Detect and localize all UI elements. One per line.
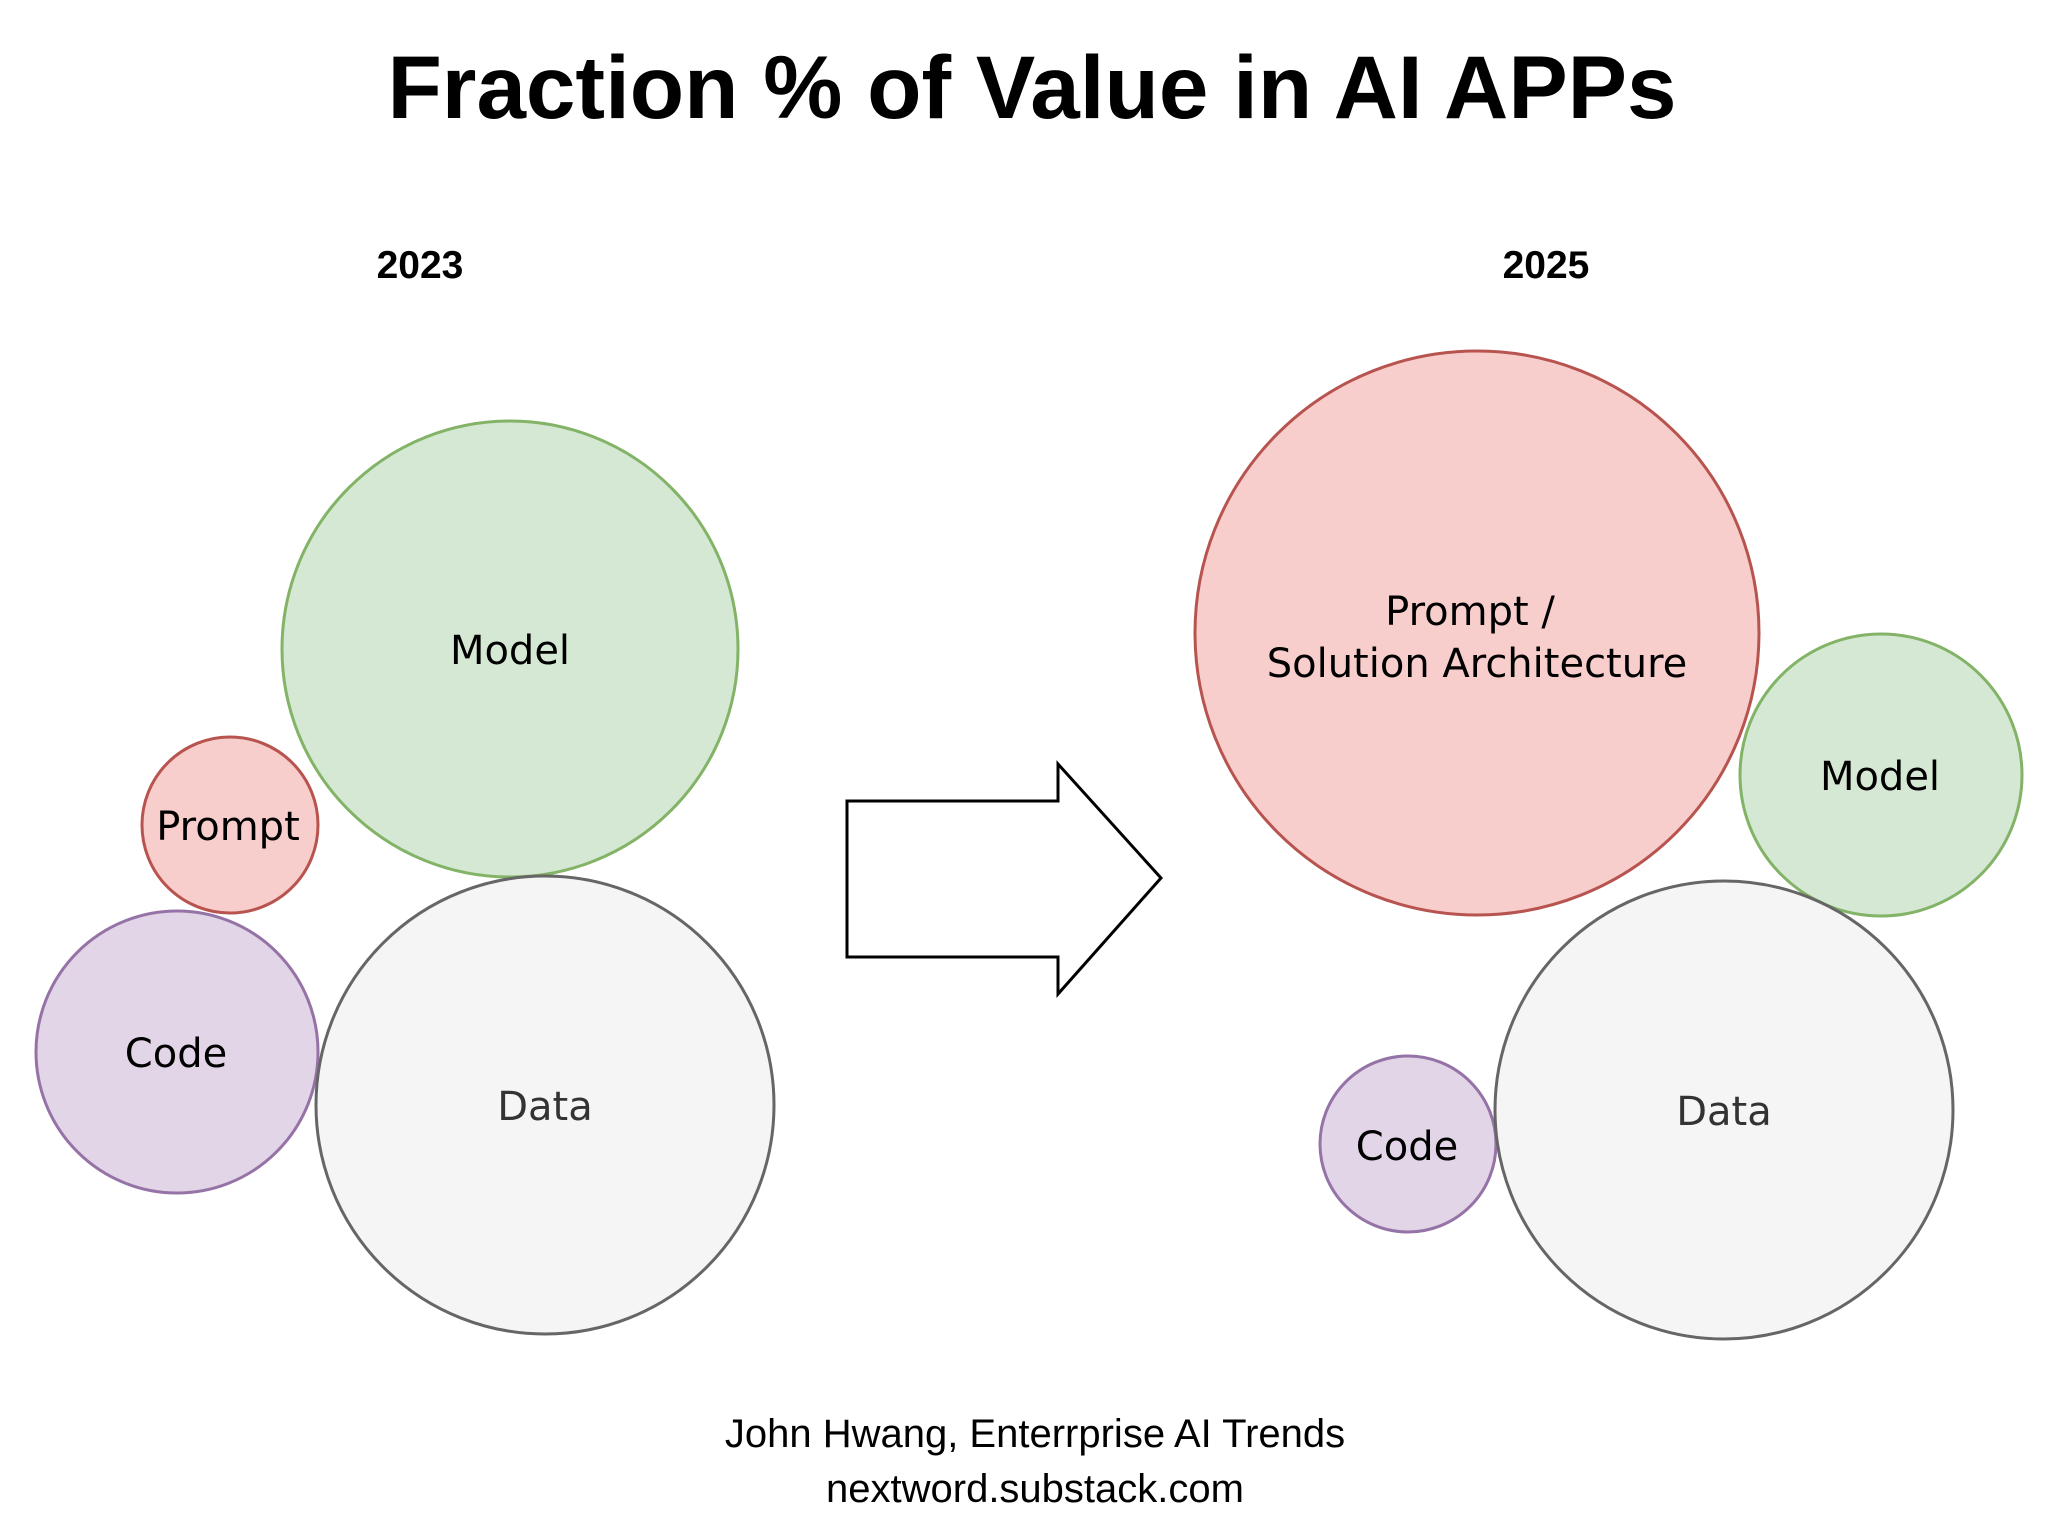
bubble-data-2025-outline	[1493, 879, 1955, 1341]
bubble-code-2023-circle	[36, 911, 318, 1193]
diagram-title: Fraction % of Value in AI APPs	[387, 37, 1676, 137]
bubble-prompt-architecture-2025: Prompt / Solution Architecture	[1193, 349, 1761, 917]
bubble-data-2025-circle	[1495, 881, 1953, 1339]
bubble-model-2023-label: Model	[450, 628, 570, 674]
year-label-2023: 2023	[377, 244, 464, 287]
bubble-data-2025: Data	[1493, 879, 1955, 1341]
bubble-prompt-2023-label: Prompt	[156, 804, 300, 850]
bubble-data-2023: Data	[314, 874, 776, 1336]
right-arrow-outline	[845, 760, 1164, 998]
bubble-code-2023-outline	[34, 909, 320, 1195]
bubble-model-2025-outline	[1738, 632, 2024, 918]
bubble-data-2023-circle	[316, 876, 774, 1334]
panel-2023: 2023 Model Prompt Code Data	[34, 244, 776, 1336]
bubble-prompt-architecture-2025-label-line2: Solution Architecture	[1267, 641, 1688, 687]
bubble-code-2023-label: Code	[125, 1031, 227, 1077]
right-arrow-shape	[847, 764, 1161, 994]
bubble-model-2023: Model	[280, 419, 740, 879]
bubble-prompt-architecture-2025-outline	[1193, 349, 1761, 917]
bubble-data-2025-label: Data	[1676, 1089, 1772, 1135]
footer-author: John Hwang, Enterrprise AI Trends	[725, 1412, 1345, 1456]
bubble-data-2023-outline	[314, 874, 776, 1336]
bubble-code-2025-circle	[1320, 1056, 1496, 1232]
bubble-code-2023: Code	[34, 909, 320, 1195]
bubble-prompt-architecture-2025-circle	[1195, 351, 1759, 915]
bubble-prompt-2023: Prompt	[140, 735, 320, 915]
bubble-prompt-2023-circle	[142, 737, 318, 913]
bubble-prompt-2023-outline	[140, 735, 320, 915]
bubble-code-2025: Code	[1318, 1054, 1498, 1234]
bubble-model-2025: Model	[1738, 632, 2024, 918]
bubble-model-2023-outline	[280, 419, 740, 879]
bubble-model-2023-circle	[282, 421, 738, 877]
right-arrow-icon	[845, 760, 1164, 998]
bubble-code-2025-label: Code	[1356, 1124, 1458, 1170]
year-label-2025: 2025	[1503, 244, 1590, 287]
bubble-code-2025-outline	[1318, 1054, 1498, 1234]
bubble-model-2025-circle	[1740, 634, 2022, 916]
bubble-data-2023-label: Data	[497, 1084, 593, 1130]
bubble-prompt-architecture-2025-label-line1: Prompt /	[1385, 589, 1555, 635]
bubble-model-2025-label: Model	[1820, 754, 1940, 800]
panel-2025: 2025 Prompt / Solution Architecture Mode…	[1193, 244, 2024, 1341]
footer-site: nextword.substack.com	[826, 1467, 1244, 1511]
